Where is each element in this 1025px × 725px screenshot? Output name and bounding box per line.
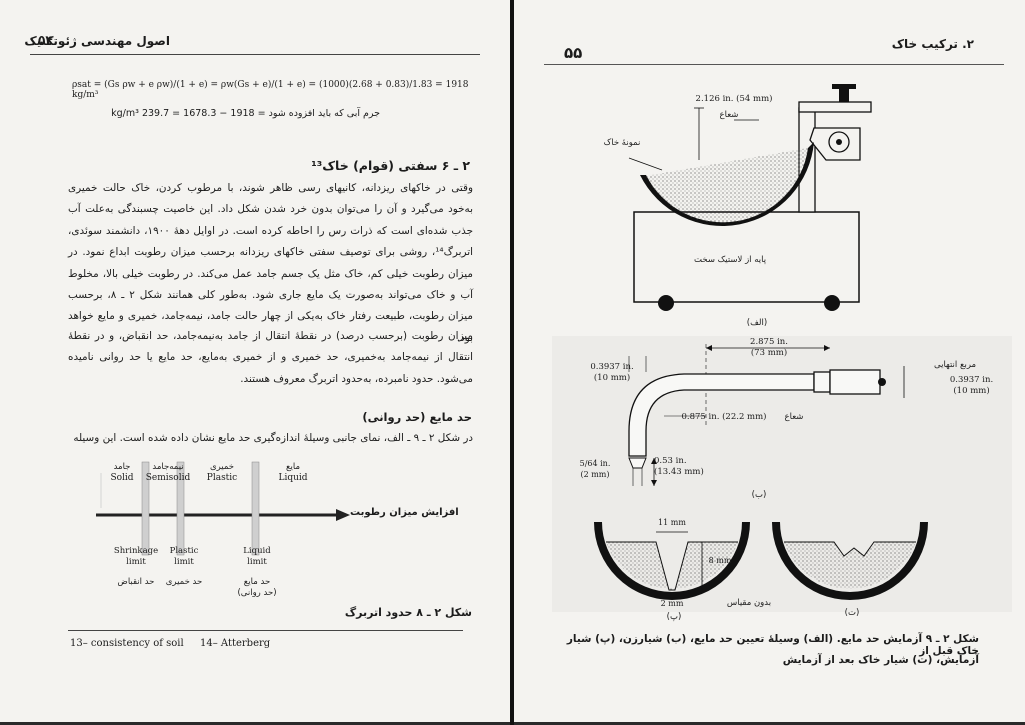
label-groover-a: شعاع (719, 110, 739, 120)
moisture-increase-label: افزایش میزان رطوبت (350, 507, 459, 518)
right-page-number: ۵۵ (564, 44, 583, 62)
subheading-liquid-limit: حد مایع (حد روانی) (362, 410, 472, 424)
state-solid-fa: جامد (113, 462, 131, 472)
dim-square-mm: (10 mm) (953, 386, 990, 396)
fig-c-label: (پ) (666, 612, 682, 622)
state-semisolid: نیمه‌جامد Semisolid (138, 462, 198, 484)
state-semisolid-en: Semisolid (145, 473, 191, 483)
shrinkage-limit-bar (141, 461, 150, 556)
soil-sample-area (646, 148, 808, 224)
dim-2875: 2.875 in. (73 mm) (734, 337, 804, 359)
dim-tip: 0.3937 in. (10 mm) (582, 362, 642, 384)
fig-d-label: (ت) (844, 608, 860, 618)
figure-caption-2-9-line1: شکل ۲ ـ ۹ آزمایش حد مایع. (الف) وسیلهٔ ت… (566, 633, 979, 657)
paragraph-limits: میزان رطوبت (برحسب درصد) در نقطهٔ انتقال… (68, 330, 473, 385)
screw-knob (832, 84, 856, 89)
adjust-screw (839, 88, 849, 102)
soil-leader (628, 157, 663, 171)
dim-8mm: 8 mm (708, 556, 732, 565)
plastic-limit-bar (176, 461, 185, 556)
section-heading: ۲ ـ ۶ سفتی (قوام) خاک¹³ (311, 158, 470, 173)
dim-square-in: 0.3937 in. (949, 375, 994, 385)
dim-tip-in: 0.3937 in. (590, 362, 634, 372)
fig-b-label: (ب) (751, 490, 767, 500)
groove-drawings (594, 522, 928, 600)
right-page: ۲. ترکیب خاک ۵۵ 2.126 in. (54 mm) شعاع ن… (514, 0, 1025, 722)
shrinkage-limit-fa: حد انقباض (117, 577, 155, 587)
footnote-14: 14– Atterberg (200, 638, 271, 649)
label-not-to-scale: بدون مقیاس (726, 598, 772, 608)
frame-arm (798, 101, 872, 113)
dim-frac-mm: (2 mm) (580, 470, 610, 479)
plastic-limit-fa: حد خمیری (165, 577, 203, 587)
liquid-limit-en: Liquid limit (243, 546, 271, 567)
label-liquid-limit: Liquid limit حد مایع (حد روانی) (234, 546, 280, 599)
grooving-tool-drawing (628, 344, 905, 486)
dim-053-mm: (13.43 mm) (654, 467, 704, 477)
atterberg-limits-figure: جامد Solid نیمه‌جامد Semisolid خمیری Pla… (88, 458, 473, 618)
figure-caption-2-8: شکل ۲ ـ ۸ حدود اتربرگ (344, 606, 472, 619)
dim-2875-mm: (73 mm) (750, 348, 788, 358)
paragraph-device: در شکل ۲ ـ ۹ ـ الف، نمای جانبی وسیلهٔ ان… (73, 432, 473, 444)
paragraph-consistency: وقتی در خاکهای ریزدانه، کانیهای رسی ظاهر… (68, 182, 474, 344)
footnote-rule (68, 630, 463, 631)
equation-added-water: جرم آبی که باید افزوده شود = 1918 − 1678… (111, 108, 380, 119)
dim-frac: 5/64 in. (2 mm) (572, 458, 618, 480)
left-header-title: اصول مهندسی ژئوتکنیک (24, 34, 170, 48)
end-square (829, 369, 881, 395)
book-spine (510, 0, 514, 725)
dim-2875-in: 2.875 in. (750, 337, 788, 347)
dim-tip-mm: (10 mm) (593, 373, 631, 383)
dim-2mm: 2 mm (660, 599, 684, 608)
liquid-limit-device-drawing (628, 84, 872, 311)
dim-053: 0.53 in. (13.43 mm) (654, 456, 714, 478)
label-hard-rubber-base: پایه از لاستیک سخت (694, 255, 767, 265)
dim-frac-in: 5/64 in. (579, 459, 611, 468)
soil-before (606, 542, 738, 590)
soil-after (784, 542, 916, 589)
atterberg-diagram (96, 461, 350, 556)
state-solid: جامد Solid (100, 462, 144, 484)
left-page: ۵۴ اصول مهندسی ژئوتکنیک ρsat = (Gs ρw + … (0, 0, 510, 722)
label-plastic-limit: Plastic limit حد خمیری (162, 546, 206, 588)
dim-11mm: 11 mm (658, 518, 686, 527)
footnote-13: 13– consistency of soil (70, 638, 184, 649)
cam (828, 131, 850, 153)
right-header-title: ۲. ترکیب خاک (891, 37, 974, 51)
foot-right (824, 295, 840, 311)
plastic-limit-en: Plastic limit (169, 546, 199, 567)
state-liquid-fa: مایع (285, 462, 301, 472)
state-semisolid-fa: نیمه‌جامد (152, 462, 184, 472)
dim-053-in: 0.53 in. (654, 456, 687, 466)
dim-square: 0.3937 in. (10 mm) (939, 375, 1004, 397)
label-radius-b: شعاع (784, 412, 804, 422)
figure-caption-2-9-line2: آزمایش، (ت) شیار خاک بعد از آزمایش (782, 654, 979, 666)
foot-left (658, 295, 674, 311)
dim-2126: 2.126 in. (54 mm) (695, 94, 773, 104)
left-page-number: ۵۴ (38, 33, 53, 47)
header-rule-right (544, 64, 1004, 65)
label-end-square: مربع انتهایی (934, 360, 977, 370)
axis-arrowhead (336, 509, 350, 521)
equation-saturated-density: ρsat = (Gs ρw + e ρw)/(1 + e) = ρw(Gs + … (72, 80, 469, 100)
dim-radius: 0.875 in. (22.2 mm) (681, 412, 767, 422)
shrinkage-limit-en: Shrinkage limit (113, 546, 159, 567)
state-plastic-fa: خمیری (209, 462, 235, 472)
hard-rubber-base (633, 211, 860, 303)
cup-after (772, 522, 928, 600)
liquid-limit-bar (251, 461, 260, 556)
label-soil-sample: نمونهٔ خاک (603, 138, 641, 148)
state-plastic-en: Plastic (206, 473, 238, 483)
cup-before (594, 522, 750, 600)
tip (628, 457, 647, 469)
state-plastic: خمیری Plastic (196, 462, 248, 484)
fig-a-label: (الف) (746, 318, 768, 328)
header-rule (30, 54, 480, 55)
label-shrinkage-limit: Shrinkage limit حد انقباض (106, 546, 166, 588)
liquid-limit-fa: حد مایع (حد روانی) (237, 577, 277, 598)
state-liquid: مایع Liquid (268, 462, 318, 484)
state-solid-en: Solid (110, 473, 134, 483)
state-liquid-en: Liquid (278, 473, 308, 483)
